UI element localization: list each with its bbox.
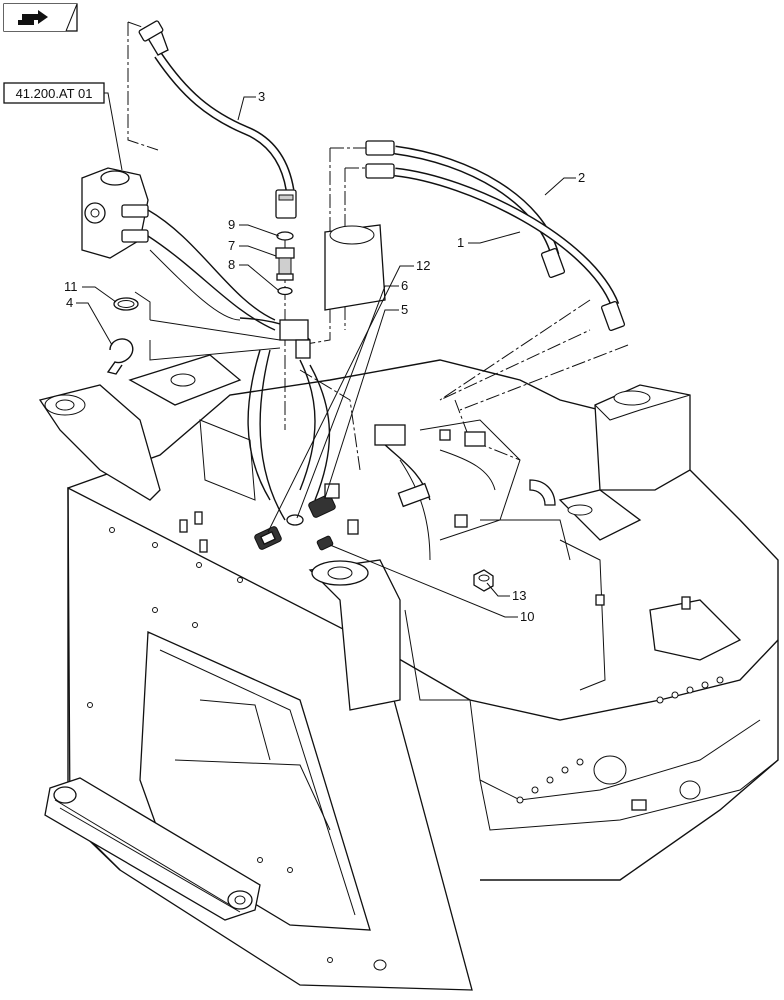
reference-box[interactable]: 41.200.AT 01 xyxy=(3,82,105,104)
lift-arm xyxy=(44,777,261,921)
nav-arrow-icon xyxy=(18,10,48,25)
callout-labels: 3 2 1 9 7 8 11 4 12 6 5 13 10 xyxy=(64,89,585,624)
misc-fittings xyxy=(179,429,691,811)
callout-11: 11 xyxy=(64,279,78,294)
part-6-o-ring xyxy=(286,514,304,526)
callout-7: 7 xyxy=(228,238,235,253)
callout-5: 5 xyxy=(401,302,408,317)
hose-assembly-part-3 xyxy=(138,20,297,219)
callout-12: 12 xyxy=(416,258,430,273)
hose-assembly-part-1-2 xyxy=(365,140,626,332)
callout-8: 8 xyxy=(228,257,235,272)
part-8-o-ring xyxy=(277,286,293,296)
hose-bundle xyxy=(239,317,556,561)
part-4-p-clip xyxy=(106,338,134,375)
chassis-frame xyxy=(38,224,779,991)
part-13-nut xyxy=(473,569,494,592)
part-10-plug xyxy=(316,535,334,551)
leader-lines xyxy=(76,96,576,618)
callout-10: 10 xyxy=(520,609,534,624)
group-bracket-11-4 xyxy=(134,291,281,361)
nav-arrow-button[interactable] xyxy=(3,3,78,32)
reference-box-label: 41.200.AT 01 xyxy=(16,86,93,101)
callout-1: 1 xyxy=(457,235,464,250)
callout-2: 2 xyxy=(578,170,585,185)
part-7-adapter xyxy=(275,247,295,281)
callout-3: 3 xyxy=(258,89,265,104)
callout-9: 9 xyxy=(228,217,235,232)
callout-4: 4 xyxy=(66,295,73,310)
part-12-fitting xyxy=(254,526,282,550)
part-5-elbow xyxy=(308,483,340,518)
part-11-clamp xyxy=(113,297,139,311)
valve-block xyxy=(81,167,276,331)
callout-6: 6 xyxy=(401,278,408,293)
reference-leader xyxy=(104,92,123,171)
callout-13: 13 xyxy=(512,588,526,603)
part-9-o-ring xyxy=(276,231,294,241)
